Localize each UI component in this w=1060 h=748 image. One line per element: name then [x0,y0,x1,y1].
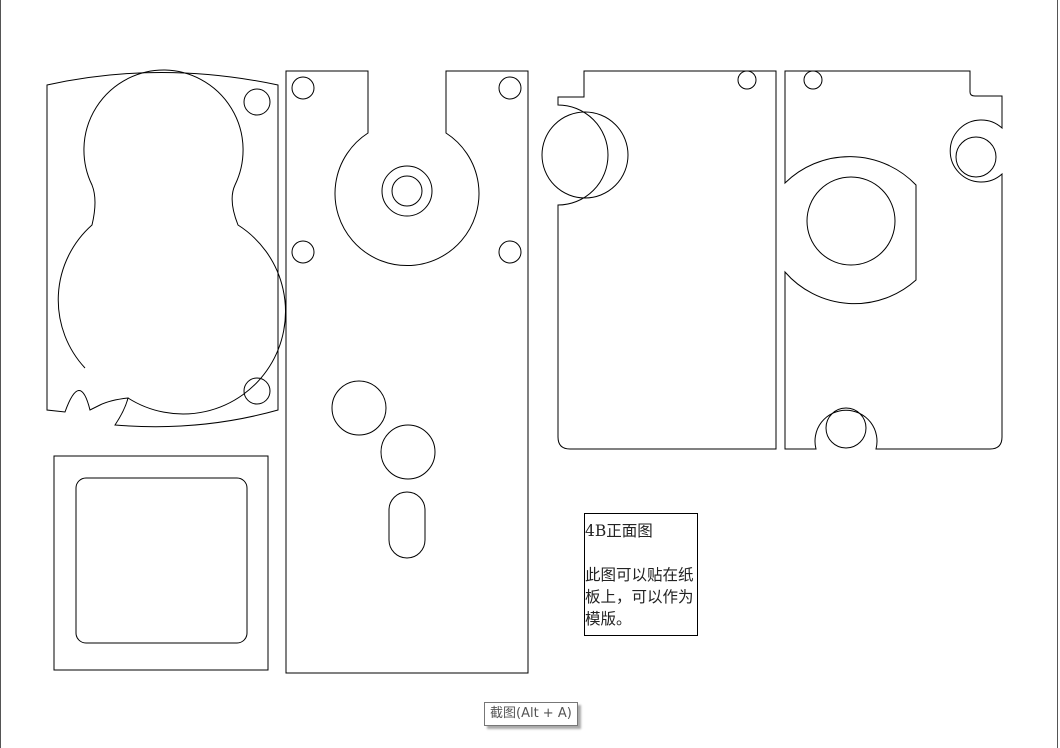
piece-square-frame [53,455,269,671]
note-box: 4B正面图 此图可以贴在纸板上，可以作为模版。 [584,513,698,636]
piece-side-right [784,70,1003,450]
slot [388,491,426,559]
piece-back-shell [46,69,286,428]
note-title: 4B正面图 [585,522,653,540]
note-body: 此图可以贴在纸板上，可以作为模版。 [585,566,694,628]
back-shell-cutout [57,69,286,415]
screw-hole [243,377,271,405]
piece-front-panel [285,70,529,674]
back-shell-outline [46,72,279,428]
screw-hole [243,88,271,116]
piece-side-left [541,70,777,450]
screenshot-button[interactable]: 截图(Alt + A) [484,702,578,726]
